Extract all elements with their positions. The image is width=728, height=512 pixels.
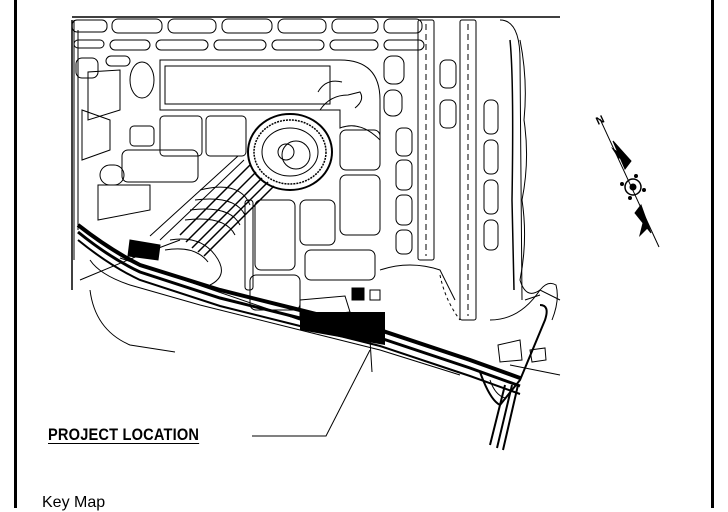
runways xyxy=(379,19,561,321)
frame-right-border xyxy=(711,0,714,508)
terminal-area xyxy=(81,59,381,311)
key-map-caption: Key Map xyxy=(42,494,106,511)
taxiway-blocks xyxy=(71,18,425,260)
highway-corridor xyxy=(76,223,561,451)
loop-interchange xyxy=(149,113,333,286)
project-location-label: PROJECT LOCATION xyxy=(48,425,200,444)
shoreline xyxy=(519,39,558,321)
map-edges xyxy=(71,16,560,290)
buildings xyxy=(127,239,547,363)
north-arrow-icon xyxy=(599,118,660,248)
callout-leader-line xyxy=(252,339,373,437)
north-label: N xyxy=(594,113,606,127)
frame-left-border xyxy=(14,0,17,508)
